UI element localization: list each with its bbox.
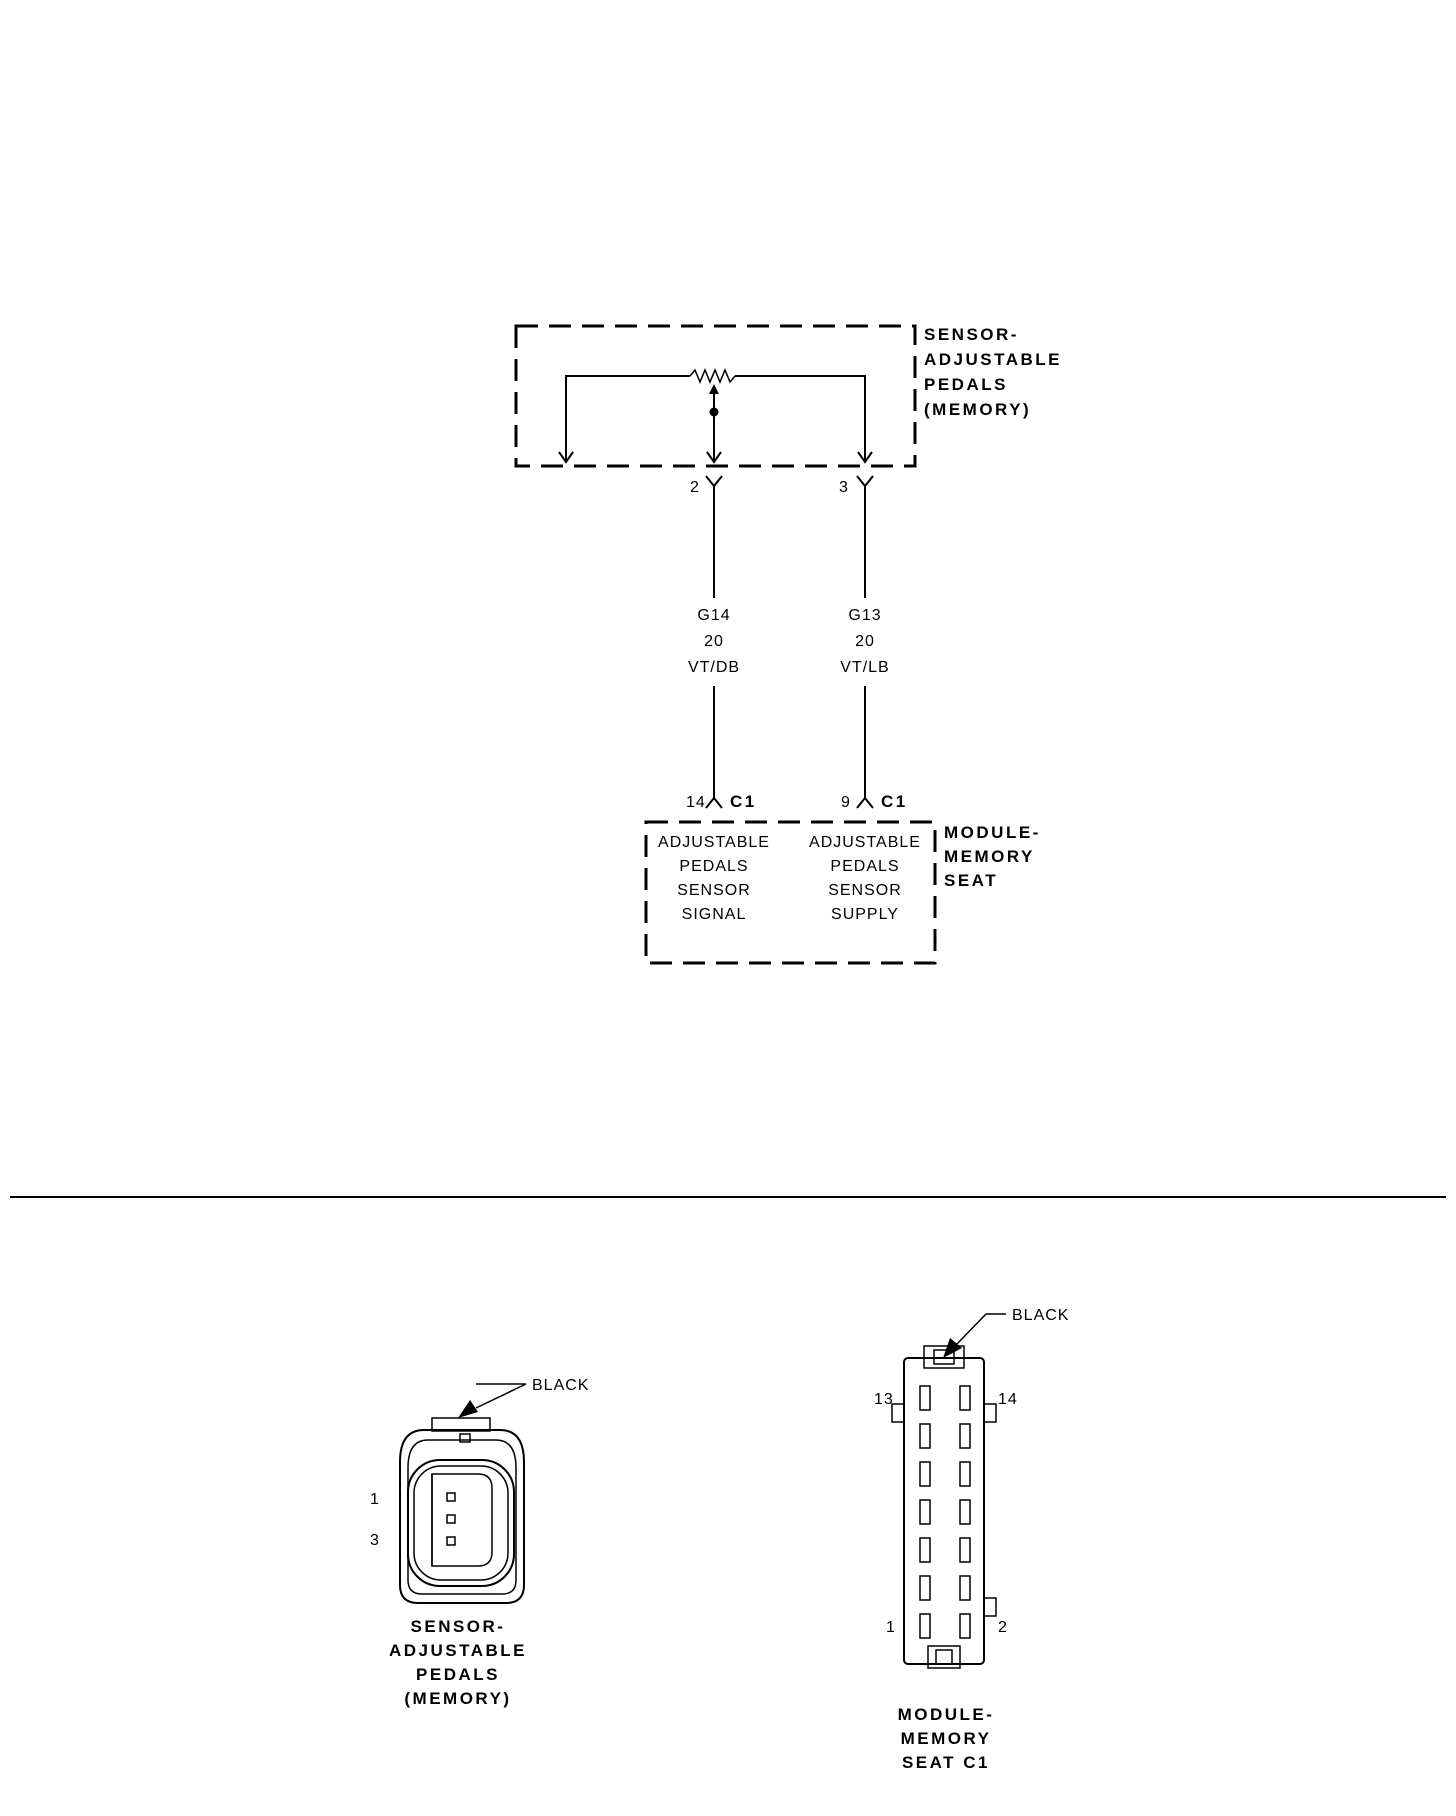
sensor-dashed-boundary (514, 324, 917, 468)
sensor-pin-2: 2 (690, 475, 723, 496)
female-terminal-icon (705, 475, 723, 488)
wire-circuit: G14 (697, 607, 730, 624)
wire-g13: G13 20 VT/LB (840, 486, 889, 798)
module-pin-9: 9 C1 (841, 792, 908, 811)
resistor-zigzag (689, 368, 736, 384)
pin-cavity-grid (919, 1385, 971, 1639)
pin-14-function: ADJUSTABLE PEDALS SENSOR SIGNAL (658, 834, 770, 923)
wire-gauge: 20 (855, 633, 875, 650)
potentiometer-symbol (558, 368, 873, 464)
module-name-line: SEAT (944, 871, 998, 890)
sensor-pin-3: 3 (839, 475, 874, 496)
module-name-line: MEMORY (944, 847, 1035, 866)
pin-cavity (959, 1575, 971, 1601)
pin-cavity (919, 1613, 931, 1639)
pin-label: 2 (998, 1619, 1008, 1636)
terminal-arrow-icon (558, 451, 574, 464)
sensor-name-line: ADJUSTABLE (924, 350, 1062, 369)
module-name-line: MODULE- (944, 823, 1041, 842)
pin-cavity (446, 1492, 456, 1502)
function-line: SENSOR (828, 882, 902, 899)
pin-label: 1 (886, 1619, 896, 1636)
pin-cavity (959, 1461, 971, 1487)
pin-cavity (446, 1536, 456, 1546)
module-connector-body (891, 1345, 997, 1669)
pin-cavity (446, 1514, 456, 1524)
color-callout: BLACK (943, 1307, 1069, 1358)
wiper-junction-dot (709, 407, 719, 417)
wire-gauge: 20 (704, 633, 724, 650)
module-connector-view: BLACK (874, 1307, 1069, 1772)
title-line: SENSOR- (411, 1617, 506, 1636)
pin-cavity (959, 1423, 971, 1449)
connector-color: BLACK (532, 1377, 589, 1394)
pin-cavity (959, 1613, 971, 1639)
sensor-name-line: (MEMORY) (924, 400, 1031, 419)
title-line: SEAT C1 (902, 1753, 990, 1772)
pin-cavity (919, 1461, 931, 1487)
function-line: SIGNAL (682, 906, 747, 923)
function-line: PEDALS (830, 858, 899, 875)
pin-number: 3 (839, 479, 849, 496)
function-line: SENSOR (677, 882, 751, 899)
module-pin-14: 14 C1 (686, 792, 757, 811)
sensor-adjustable-pedals: SENSOR- ADJUSTABLE PEDALS (MEMORY) 2 3 (514, 324, 1062, 496)
pin-label: 3 (370, 1532, 380, 1549)
wire-color: VT/LB (840, 659, 889, 676)
module-dashed-boundary (644, 820, 937, 965)
callout-arrow-icon (943, 1338, 962, 1358)
pin-cavity (919, 1385, 931, 1411)
terminal-arrow-icon (857, 451, 873, 464)
pin-label: 13 (874, 1391, 894, 1408)
resistor-right-lead (735, 375, 866, 460)
pin-label: 14 (998, 1391, 1018, 1408)
sensor-name-label: SENSOR- ADJUSTABLE PEDALS (MEMORY) (924, 325, 1062, 419)
title-line: (MEMORY) (404, 1689, 511, 1708)
title-line: ADJUSTABLE (389, 1641, 527, 1660)
terminal-arrow-icon (706, 451, 722, 464)
wire-circuit: G13 (848, 607, 881, 624)
sensor-name-line: SENSOR- (924, 325, 1019, 344)
pin-number: 14 (686, 794, 706, 811)
function-line: PEDALS (679, 858, 748, 875)
module-connector-title: MODULE- MEMORY SEAT C1 (898, 1705, 995, 1772)
pin-cavity (959, 1537, 971, 1563)
sensor-connector-body (399, 1417, 525, 1604)
female-terminal-icon (856, 475, 874, 488)
color-callout: BLACK (458, 1377, 589, 1418)
pin-cavity (919, 1537, 931, 1563)
wire-g14: G14 20 VT/DB (688, 486, 740, 798)
connector-color: BLACK (1012, 1307, 1069, 1324)
male-terminal-icon (705, 796, 723, 809)
pin-cavity (959, 1499, 971, 1525)
pin-cavity (919, 1575, 931, 1601)
pin-cavity (919, 1423, 931, 1449)
pin-9-function: ADJUSTABLE PEDALS SENSOR SUPPLY (809, 834, 921, 923)
pin-cavity (919, 1499, 931, 1525)
sensor-connector-title: SENSOR- ADJUSTABLE PEDALS (MEMORY) (389, 1617, 527, 1708)
wire-color: VT/DB (688, 659, 740, 676)
resistor-left-lead (565, 375, 690, 460)
title-line: PEDALS (416, 1665, 500, 1684)
pin-number: 9 (841, 794, 851, 811)
wiper-arrow-icon (709, 384, 719, 394)
title-line: MEMORY (901, 1729, 992, 1748)
male-terminal-icon (856, 796, 874, 809)
pin-cavity (959, 1385, 971, 1411)
connector-id: C1 (881, 792, 908, 811)
function-line: ADJUSTABLE (658, 834, 770, 851)
pin-number: 2 (690, 479, 700, 496)
pin-label: 1 (370, 1491, 380, 1508)
module-memory-seat: 14 C1 9 C1 ADJUSTABLE PEDALS SENSOR SIGN… (644, 792, 1041, 965)
module-name-label: MODULE- MEMORY SEAT (944, 823, 1041, 890)
callout-arrow-icon (458, 1400, 478, 1418)
function-line: SUPPLY (831, 906, 899, 923)
sensor-name-line: PEDALS (924, 375, 1008, 394)
sensor-connector-view: BLACK 1 3 SENSOR- ADJUSTABLE PEDALS (MEM… (370, 1377, 589, 1708)
connector-id: C1 (730, 792, 757, 811)
function-line: ADJUSTABLE (809, 834, 921, 851)
title-line: MODULE- (898, 1705, 995, 1724)
